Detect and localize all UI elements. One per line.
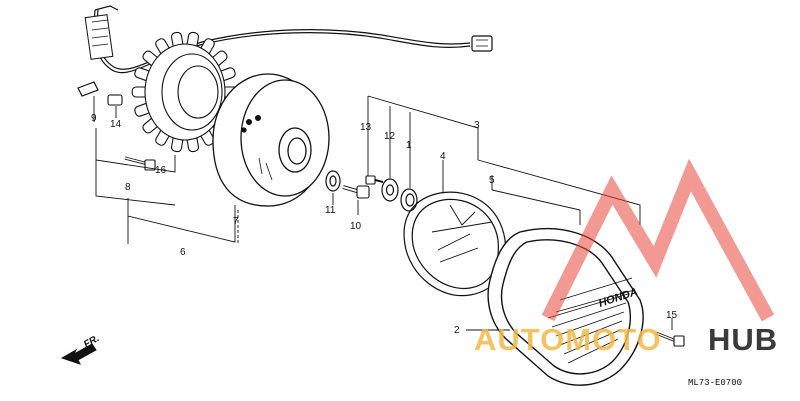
seal-part-1 xyxy=(400,188,418,212)
callout-15: 15 xyxy=(666,310,678,321)
callout-labels: 1 2 3 4 5 6 7 8 9 10 11 12 13 14 15 16 xyxy=(91,113,678,336)
grommet-part-9 xyxy=(77,81,99,97)
watermark-text-secondary: HUB xyxy=(708,322,778,357)
bolt-part-14 xyxy=(107,94,123,106)
cover-fin xyxy=(551,302,627,328)
cover-fin xyxy=(547,293,629,319)
flywheel-rotor-part-7 xyxy=(212,73,330,207)
bolt-part-13 xyxy=(365,175,384,185)
callout-13: 13 xyxy=(360,122,372,133)
cover-fin xyxy=(555,311,625,337)
washer-part-11 xyxy=(325,170,341,192)
callout-9: 9 xyxy=(91,113,97,124)
wire-connector xyxy=(471,35,493,52)
callout-4: 4 xyxy=(440,151,446,162)
callout-5: 5 xyxy=(489,175,495,186)
cover-fin xyxy=(563,329,621,355)
callout-2: 2 xyxy=(454,325,460,336)
watermark-mountain-icon xyxy=(541,158,775,322)
front-direction-arrow: FR. xyxy=(60,333,101,365)
callout-11: 11 xyxy=(325,205,336,216)
bolt-part-10 xyxy=(342,185,370,199)
generator-cover-part-2 xyxy=(487,228,644,386)
watermark-logo: AUTOMOTO HUB xyxy=(474,158,778,357)
callout-8: 8 xyxy=(125,182,131,193)
washer-part-12 xyxy=(381,178,399,202)
callout-1: 1 xyxy=(406,140,412,151)
cover-fin xyxy=(567,338,619,364)
wire-harness xyxy=(84,5,471,74)
arrow-icon xyxy=(60,343,97,365)
gasket-part-4 xyxy=(403,191,507,297)
callout-7: 7 xyxy=(233,216,239,227)
stator-assembly xyxy=(131,31,239,153)
callout-3: 3 xyxy=(474,120,480,131)
callout-6: 6 xyxy=(180,247,186,258)
direction-label: FR. xyxy=(82,333,101,351)
bolt-part-15 xyxy=(655,331,685,347)
callout-16: 16 xyxy=(155,165,167,176)
callout-10: 10 xyxy=(350,221,362,232)
callout-14: 14 xyxy=(110,119,122,130)
cover-fin xyxy=(559,320,623,346)
watermark-text-primary: AUTOMOTO xyxy=(474,322,662,357)
leader-lines xyxy=(93,95,673,331)
callout-12: 12 xyxy=(384,131,396,142)
diagram-code: ML73-E0700 xyxy=(688,378,742,388)
